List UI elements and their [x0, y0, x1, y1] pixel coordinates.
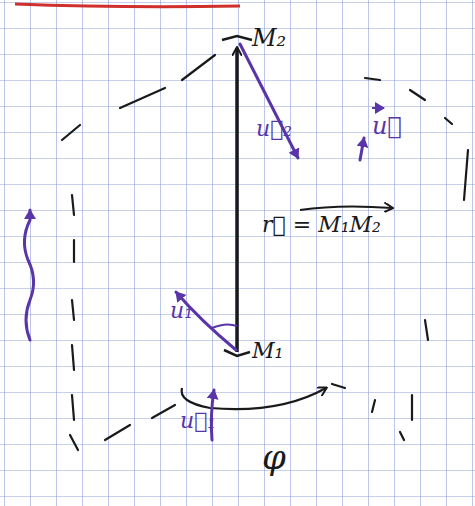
cylinder-outline — [62, 55, 468, 450]
vector-r — [235, 48, 239, 352]
vector-label: u⃗₂ — [256, 118, 292, 140]
point-label: M₂ — [252, 26, 286, 50]
side-arrow — [24, 210, 33, 340]
angle-label: φ — [262, 440, 286, 474]
vector-u — [360, 138, 364, 160]
over-arrow — [300, 206, 392, 210]
vector-equation: r⃗ = M₁M₂ — [262, 214, 381, 236]
top-mark — [222, 36, 252, 40]
vector-label: u⃗₁ — [180, 410, 216, 432]
vector-label: u⃗ — [372, 114, 402, 138]
angle-arc — [212, 324, 237, 328]
point-label: M₁ — [252, 340, 283, 362]
u-over-arrow — [372, 107, 384, 109]
vector-u2 — [240, 44, 298, 158]
rotation-arc — [182, 388, 326, 409]
vector-label: u₁ — [170, 300, 193, 322]
red-underline — [15, 4, 240, 7]
